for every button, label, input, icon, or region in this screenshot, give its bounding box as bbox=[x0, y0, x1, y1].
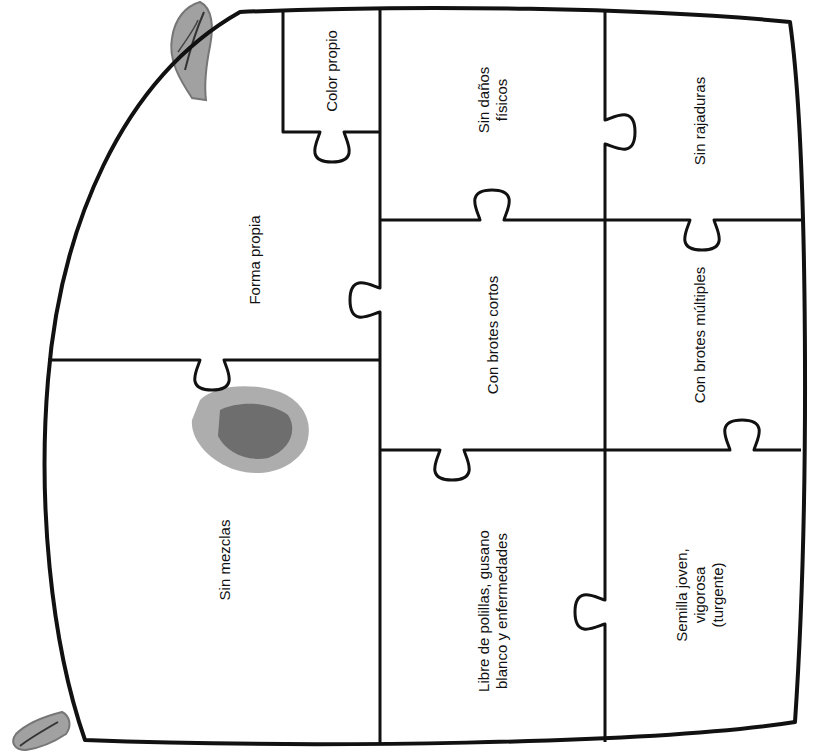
puzzle-piece: Sin daños físicos bbox=[380, 10, 605, 190]
piece-label: Sin mezclas bbox=[216, 520, 234, 601]
piece-label: Forma propia bbox=[246, 215, 264, 304]
piece-label: Semilla joven, vigorosa (turgente) bbox=[673, 541, 727, 649]
piece-label: Color propio bbox=[323, 30, 341, 112]
puzzle-piece: Sin mezclas bbox=[70, 390, 380, 730]
potato-outline bbox=[45, 8, 805, 744]
piece-label: Sin rajaduras bbox=[691, 77, 709, 165]
puzzle-piece: Sin rajaduras bbox=[605, 22, 795, 220]
puzzle-piece: Con brotes múltiples bbox=[605, 250, 795, 420]
piece-label: Con brotes cortos bbox=[484, 276, 502, 394]
puzzle-piece: Forma propia bbox=[130, 160, 380, 360]
puzzle-piece: Color propio bbox=[283, 10, 380, 132]
puzzle-piece: Semilla joven, vigorosa (turgente) bbox=[605, 450, 795, 740]
piece-label: Sin daños físicos bbox=[475, 59, 511, 141]
sprout bbox=[171, 2, 212, 100]
piece-label: Con brotes múltiples bbox=[691, 267, 709, 404]
sprout bbox=[13, 712, 69, 750]
shading bbox=[192, 386, 309, 473]
puzzle-divider bbox=[48, 8, 801, 745]
piece-label: Libre de polillas, gusano blanco y enfer… bbox=[475, 514, 511, 709]
puzzle-piece: Libre de polillas, gusano blanco y enfer… bbox=[380, 480, 605, 742]
puzzle-piece: Con brotes cortos bbox=[380, 220, 605, 450]
